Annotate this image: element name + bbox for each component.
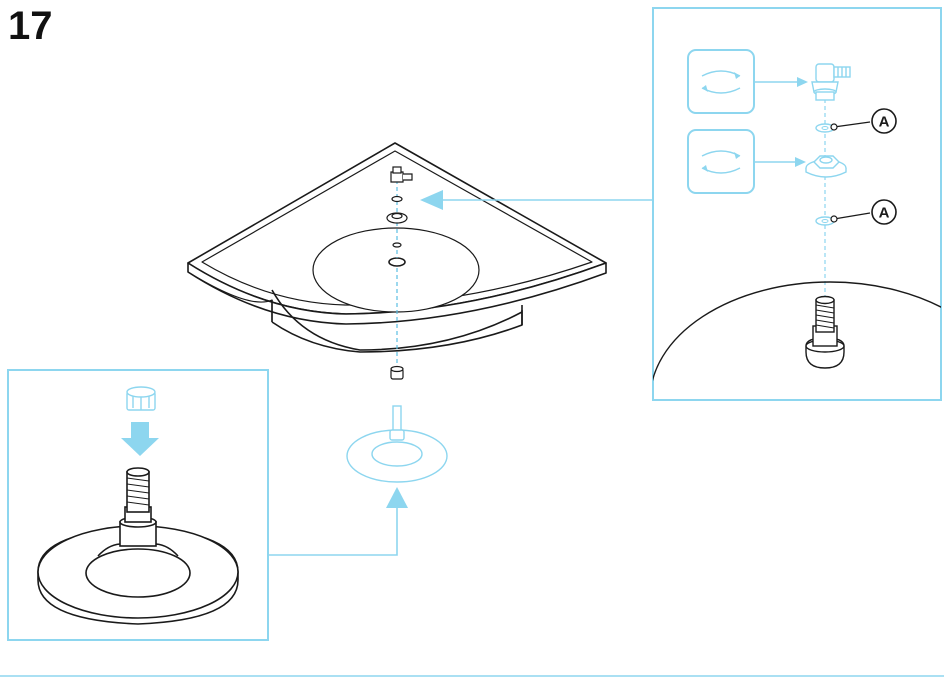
pedestal-detail [37,386,239,625]
up-arrow-icon [386,487,408,508]
connector-pedestal [268,508,398,556]
threaded-cap [390,365,404,380]
rotate-arrows-icon [687,49,755,114]
pedestal-foot-highlight [346,405,448,483]
left-arrow-icon [420,190,443,210]
callout-a-bottom: A [830,199,897,225]
rotate-arrows-icon [687,129,755,194]
callout-a-top: A [830,108,897,134]
step-number: 17 [8,4,53,48]
callout-label-a: A [879,114,890,131]
callout-label-a: A [879,205,890,222]
drain-detail: A A [653,49,941,382]
shower-tray [187,142,607,353]
exploded-parts-tray [386,166,413,258]
down-arrow-icon [121,422,159,456]
